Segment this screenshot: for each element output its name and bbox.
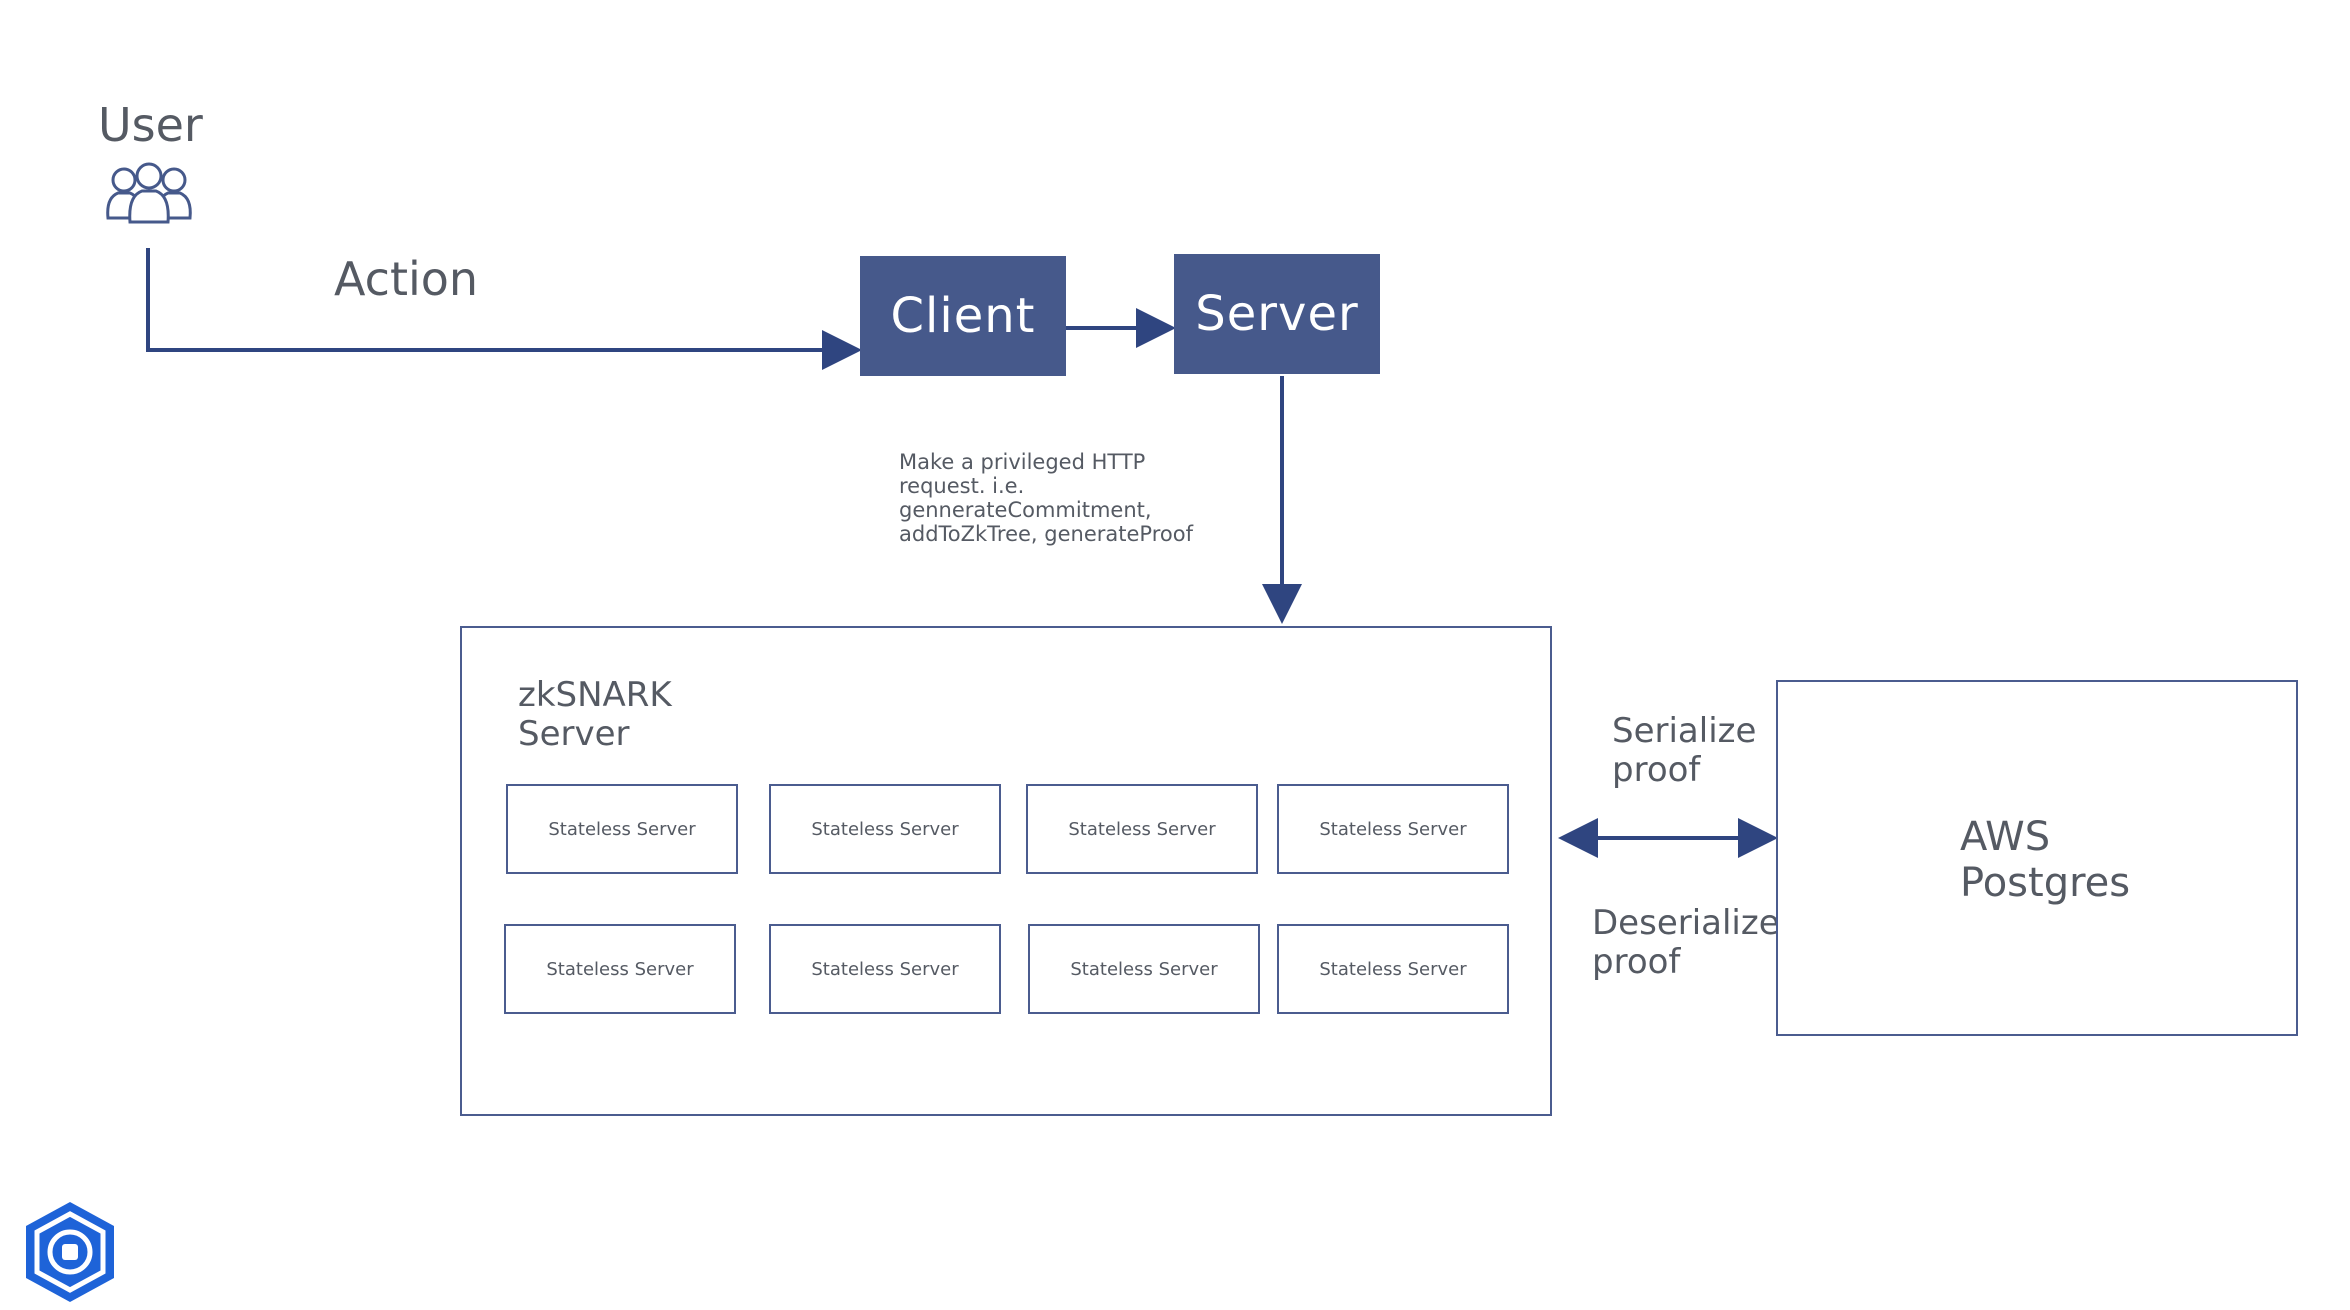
serialize-label: Serialize proof bbox=[1612, 711, 1757, 790]
stateless-server-box: Stateless Server bbox=[769, 924, 1001, 1014]
server-label: Server bbox=[1195, 286, 1359, 342]
user-label: User bbox=[98, 98, 203, 152]
zksnark-server-container: zkSNARK Server Stateless Server Stateles… bbox=[460, 626, 1552, 1116]
aws-label: AWS Postgres bbox=[1960, 814, 2131, 906]
users-icon bbox=[106, 162, 192, 224]
stateless-server-box: Stateless Server bbox=[506, 784, 738, 874]
action-arrow bbox=[146, 248, 862, 370]
deserialize-label: Deserialize proof bbox=[1592, 903, 1780, 982]
stateless-server-box: Stateless Server bbox=[769, 784, 1001, 874]
action-label: Action bbox=[334, 252, 479, 306]
aws-postgres-box: AWS Postgres bbox=[1776, 680, 2298, 1036]
stateless-server-box: Stateless Server bbox=[504, 924, 736, 1014]
stateless-server-box: Stateless Server bbox=[1277, 784, 1509, 874]
zksnark-title: zkSNARK Server bbox=[518, 675, 672, 754]
hexagon-logo-icon bbox=[26, 1202, 114, 1302]
client-label: Client bbox=[890, 288, 1036, 344]
request-note: Make a privileged HTTP request. i.e. gen… bbox=[899, 450, 1193, 546]
stateless-server-box: Stateless Server bbox=[1277, 924, 1509, 1014]
client-box: Client bbox=[860, 256, 1066, 376]
stateless-server-box: Stateless Server bbox=[1026, 784, 1258, 874]
stateless-server-box: Stateless Server bbox=[1028, 924, 1260, 1014]
server-box: Server bbox=[1174, 254, 1380, 374]
